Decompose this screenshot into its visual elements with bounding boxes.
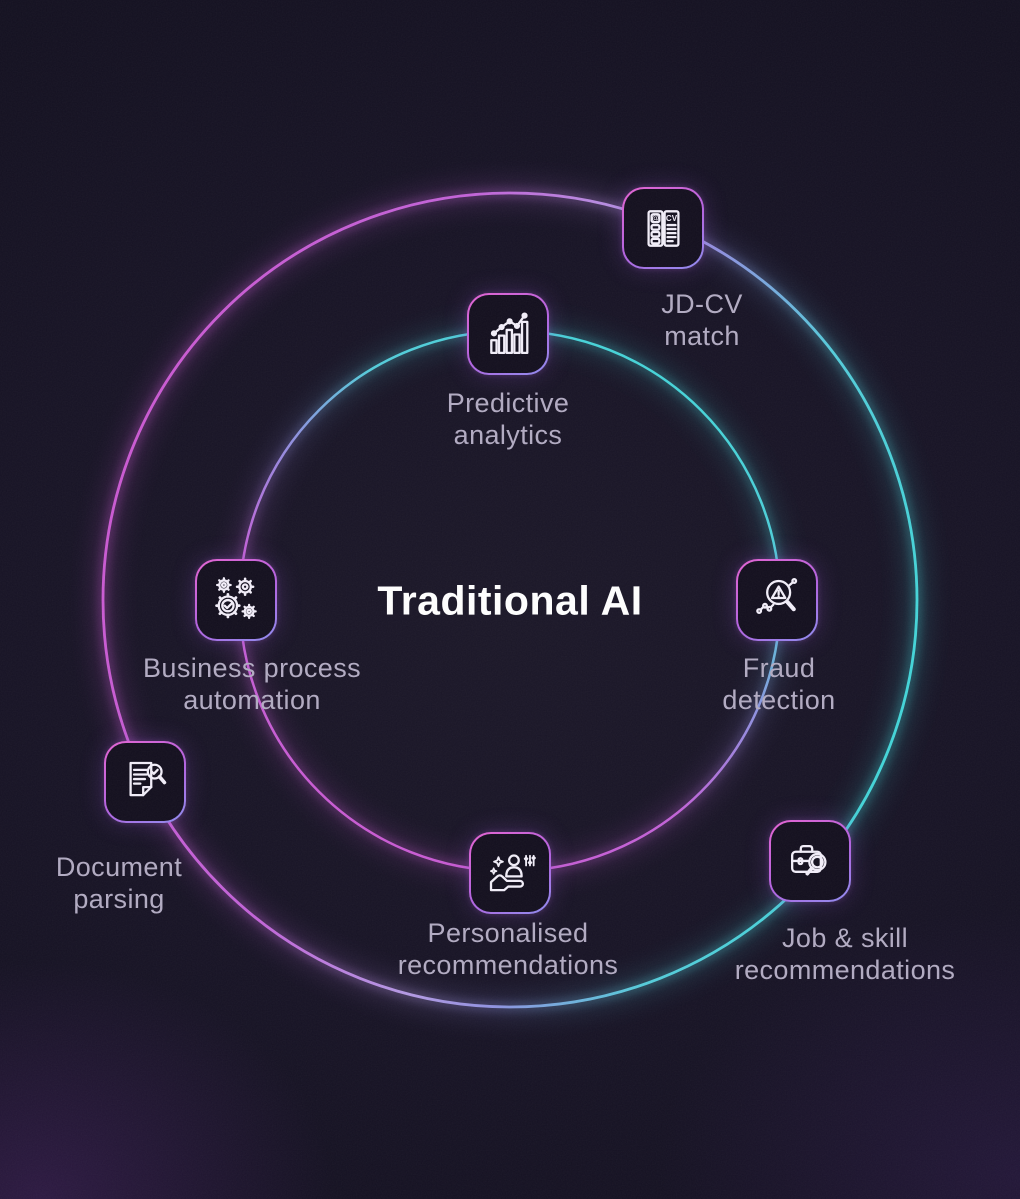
label-line: recommendations <box>397 950 619 980</box>
label-line: recommendations <box>734 955 956 985</box>
node-box <box>106 743 184 821</box>
node-box <box>738 561 816 639</box>
label-line: parsing <box>73 884 165 914</box>
document-search-icon <box>128 761 166 796</box>
label-line: Business process <box>143 653 361 683</box>
page-title: Traditional AI <box>377 577 643 624</box>
label-jd-cv-match: JD-CV match <box>661 288 743 352</box>
label-personalised-recommendations: Personalised recommendations <box>398 917 619 981</box>
node-box <box>197 561 275 639</box>
label-line: automation <box>183 685 321 715</box>
cv-match-icon: @ CV <box>646 209 680 247</box>
label-job-skill-recommendations: Job & skill recommendations <box>735 922 956 986</box>
bar-chart-trend-icon <box>489 312 528 354</box>
node-box: @ CV <box>624 189 702 267</box>
hand-person-icon <box>489 853 536 891</box>
label-line: Document <box>55 852 183 882</box>
node-jd-cv-match: @ CV <box>622 187 704 269</box>
label-line: detection <box>722 685 836 715</box>
label-business-process-automation: Business process automation <box>143 652 361 716</box>
node-box <box>771 822 849 900</box>
label-document-parsing: Document parsing <box>56 851 182 915</box>
label-line: Personalised <box>427 918 589 948</box>
node-box <box>471 834 549 912</box>
node-personalised-recommendations <box>469 832 551 914</box>
label-line: Job & skill <box>782 923 908 953</box>
label-line: Fraud <box>742 653 816 683</box>
label-fraud-detection: Fraud detection <box>722 652 835 716</box>
label-line: JD-CV <box>661 289 743 319</box>
label-line: Predictive <box>446 388 570 418</box>
alert-magnifier-icon <box>755 577 797 614</box>
node-document-parsing <box>104 741 186 823</box>
briefcase-search-icon <box>790 844 827 875</box>
node-job-skill-recommendations <box>769 820 851 902</box>
label-predictive-analytics: Predictive analytics <box>447 387 570 451</box>
label-line: analytics <box>453 420 563 450</box>
node-box <box>469 295 547 373</box>
gears-check-icon <box>214 576 257 619</box>
node-business-process-automation <box>195 559 277 641</box>
svg-text:@: @ <box>651 214 658 222</box>
svg-text:CV: CV <box>665 213 677 222</box>
label-line: match <box>664 321 740 351</box>
node-fraud-detection <box>736 559 818 641</box>
node-predictive-analytics <box>467 293 549 375</box>
